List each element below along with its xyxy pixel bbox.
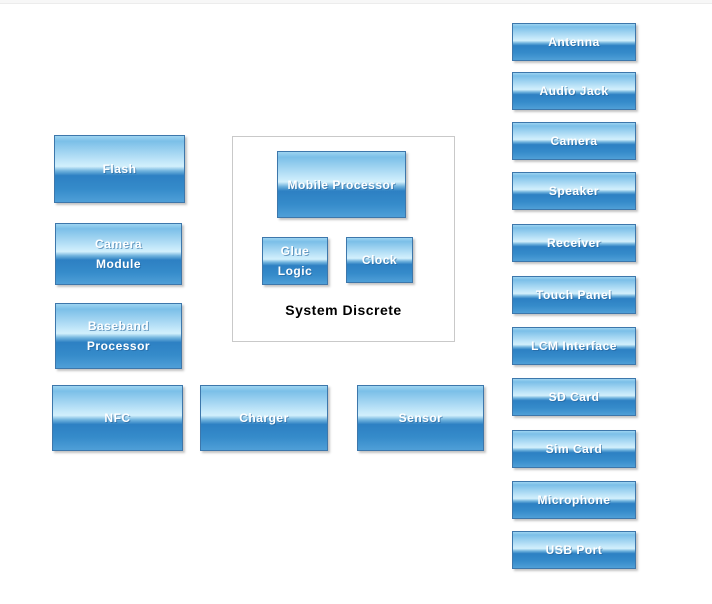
block-lcm-interface-label: LCM Interface — [531, 339, 617, 353]
block-clock: Clock — [346, 237, 413, 283]
block-mobile-processor-label: Mobile Processor — [287, 177, 396, 192]
block-baseband-processor: Baseband Processor — [55, 303, 182, 369]
block-sd-card: SD Card — [512, 378, 636, 416]
block-antenna-label: Antenna — [548, 35, 600, 49]
block-flash-label: Flash — [102, 162, 137, 176]
block-glue-logic-label: Glue Logic — [277, 244, 313, 278]
block-glue-logic: Glue Logic — [262, 237, 328, 285]
block-antenna: Antenna — [512, 23, 636, 61]
block-speaker: Speaker — [512, 172, 636, 210]
block-receiver: Receiver — [512, 224, 636, 262]
block-camera: Camera — [512, 122, 636, 160]
system-discrete-group: Mobile Processor Glue Logic Clock System… — [232, 136, 455, 342]
block-microphone: Microphone — [512, 481, 636, 519]
block-audio-jack-label: Audio Jack — [539, 84, 609, 98]
block-clock-label: Clock — [361, 253, 398, 267]
block-touch-panel: Touch Panel — [512, 276, 636, 314]
block-mobile-processor: Mobile Processor — [277, 151, 406, 218]
block-nfc: NFC — [52, 385, 183, 451]
block-camera-module-label: Camera Module — [94, 237, 143, 271]
block-camera-label: Camera — [550, 134, 598, 148]
block-usb-port: USB Port — [512, 531, 636, 569]
block-camera-module: Camera Module — [55, 223, 182, 285]
block-usb-port-label: USB Port — [545, 543, 603, 557]
block-sim-card-label: Sim Card — [545, 442, 603, 456]
block-touch-panel-label: Touch Panel — [536, 288, 612, 302]
block-baseband-processor-label: Baseband Processor — [86, 319, 151, 353]
block-sim-card: Sim Card — [512, 430, 636, 468]
block-lcm-interface: LCM Interface — [512, 327, 636, 365]
block-sd-card-label: SD Card — [548, 390, 600, 404]
system-discrete-group-label: System Discrete — [285, 302, 402, 318]
block-charger: Charger — [200, 385, 328, 451]
block-receiver-label: Receiver — [546, 236, 602, 250]
block-charger-label: Charger — [239, 411, 289, 425]
block-flash: Flash — [54, 135, 185, 203]
block-nfc-label: NFC — [104, 411, 131, 425]
block-sensor: Sensor — [357, 385, 484, 451]
window-top-edge — [0, 0, 712, 4]
block-microphone-label: Microphone — [537, 493, 611, 507]
block-speaker-label: Speaker — [548, 184, 600, 198]
block-sensor-label: Sensor — [398, 411, 443, 425]
block-audio-jack: Audio Jack — [512, 72, 636, 110]
